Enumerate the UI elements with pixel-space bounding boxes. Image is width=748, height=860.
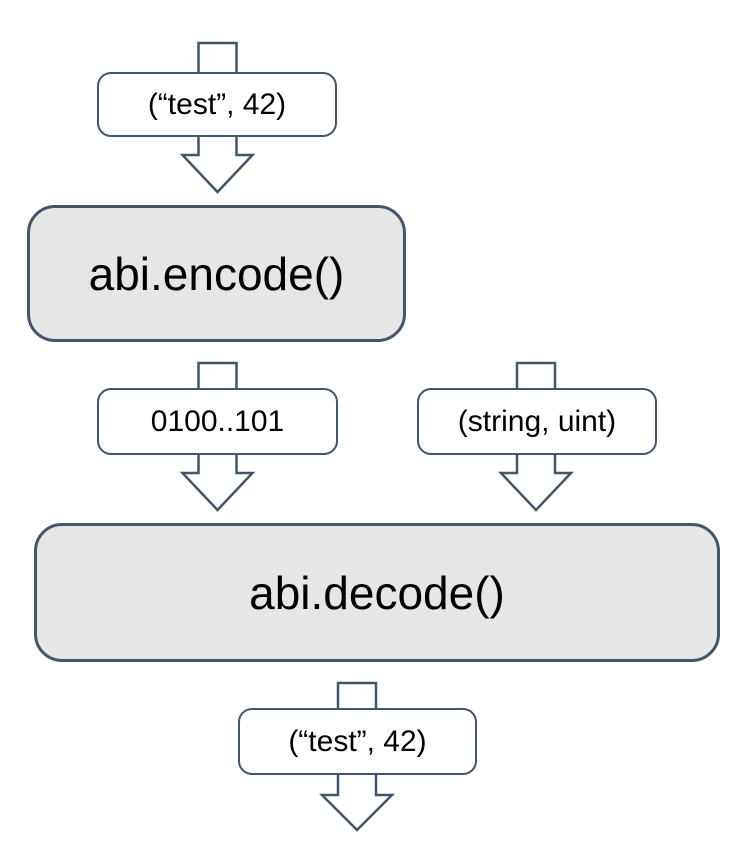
abi-encode-node: abi.encode()	[27, 205, 406, 342]
input-tuple-node: (“test”, 42)	[97, 72, 337, 137]
node-label: 0100..101	[150, 404, 285, 438]
node-label: abi.encode()	[88, 247, 345, 300]
encoded-bytes-node: 0100..101	[97, 388, 338, 455]
node-label: (string, uint)	[457, 404, 617, 438]
node-label: abi.decode()	[249, 566, 505, 619]
abi-decode-node: abi.decode()	[34, 523, 720, 662]
output-tuple-node: (“test”, 42)	[238, 708, 477, 775]
types-tuple-node: (string, uint)	[417, 388, 657, 455]
node-label: (“test”, 42)	[288, 724, 427, 758]
node-label: (“test”, 42)	[147, 87, 287, 121]
